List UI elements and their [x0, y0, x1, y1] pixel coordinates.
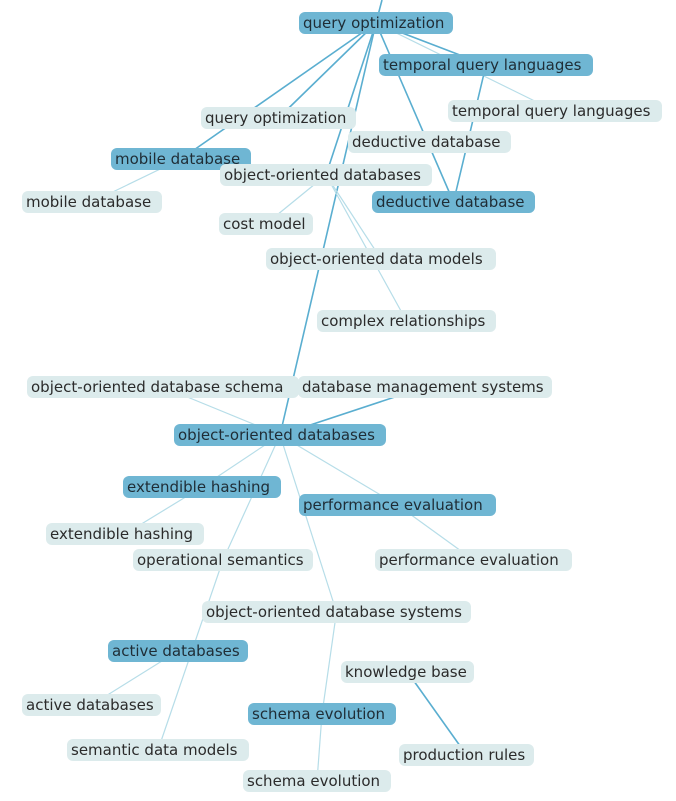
node-active-databases-related[interactable]: active databases	[22, 694, 161, 716]
node-mobile-database[interactable]: mobile database	[111, 148, 251, 170]
node-object-oriented-data-models[interactable]: object-oriented data models	[266, 248, 496, 270]
node-object-oriented-database-schema[interactable]: object-oriented database schema	[27, 376, 299, 398]
node-performance-evaluation-related[interactable]: performance evaluation	[375, 549, 572, 571]
node-complex-relationships[interactable]: complex relationships	[317, 310, 496, 332]
node-deductive-database[interactable]: deductive database	[372, 191, 535, 213]
node-extendible-hashing[interactable]: extendible hashing	[123, 476, 281, 498]
edge-n1-n15	[279, 22, 377, 436]
node-semantic-data-models[interactable]: semantic data models	[67, 739, 249, 761]
node-schema-evolution[interactable]: schema evolution	[248, 703, 396, 725]
edge-n1-n6	[180, 22, 377, 160]
node-active-databases[interactable]: active databases	[108, 640, 248, 662]
node-query-optimization[interactable]: query optimization	[299, 12, 453, 34]
node-operational-semantics[interactable]: operational semantics	[133, 549, 313, 571]
edge-n25-n28	[316, 713, 323, 782]
edge-n1-n9	[375, 22, 455, 203]
node-schema-evolution-related[interactable]: schema evolution	[243, 770, 391, 792]
edge-n15-n17	[279, 434, 398, 506]
node-query-optimization-related[interactable]: query optimization	[201, 107, 356, 129]
edge-n15-n21	[279, 434, 338, 613]
node-production-rules[interactable]: production rules	[399, 744, 534, 766]
edge-n21-n25	[321, 611, 338, 715]
node-object-oriented-databases-related[interactable]: object-oriented databases	[220, 164, 432, 186]
node-cost-model[interactable]: cost model	[219, 213, 313, 235]
edge-n1-n7	[325, 22, 377, 176]
node-extendible-hashing-related[interactable]: extendible hashing	[46, 523, 204, 545]
node-deductive-database-related[interactable]: deductive database	[348, 131, 511, 153]
node-knowledge-base[interactable]: knowledge base	[341, 661, 474, 683]
edge-n23-n27	[406, 671, 468, 756]
node-object-oriented-database-systems[interactable]: object-oriented database systems	[202, 601, 471, 623]
node-temporal-query-languages-related[interactable]: temporal query languages	[448, 100, 662, 122]
edge-n1-n4	[277, 22, 377, 119]
edge-n7-n11	[325, 174, 382, 260]
node-temporal-query-languages[interactable]: temporal query languages	[379, 54, 593, 76]
node-database-management-systems[interactable]: database management systems	[298, 376, 552, 398]
node-mobile-database-related[interactable]: mobile database	[22, 191, 162, 213]
node-performance-evaluation[interactable]: performance evaluation	[299, 494, 496, 516]
node-object-oriented-databases[interactable]: object-oriented databases	[174, 424, 386, 446]
